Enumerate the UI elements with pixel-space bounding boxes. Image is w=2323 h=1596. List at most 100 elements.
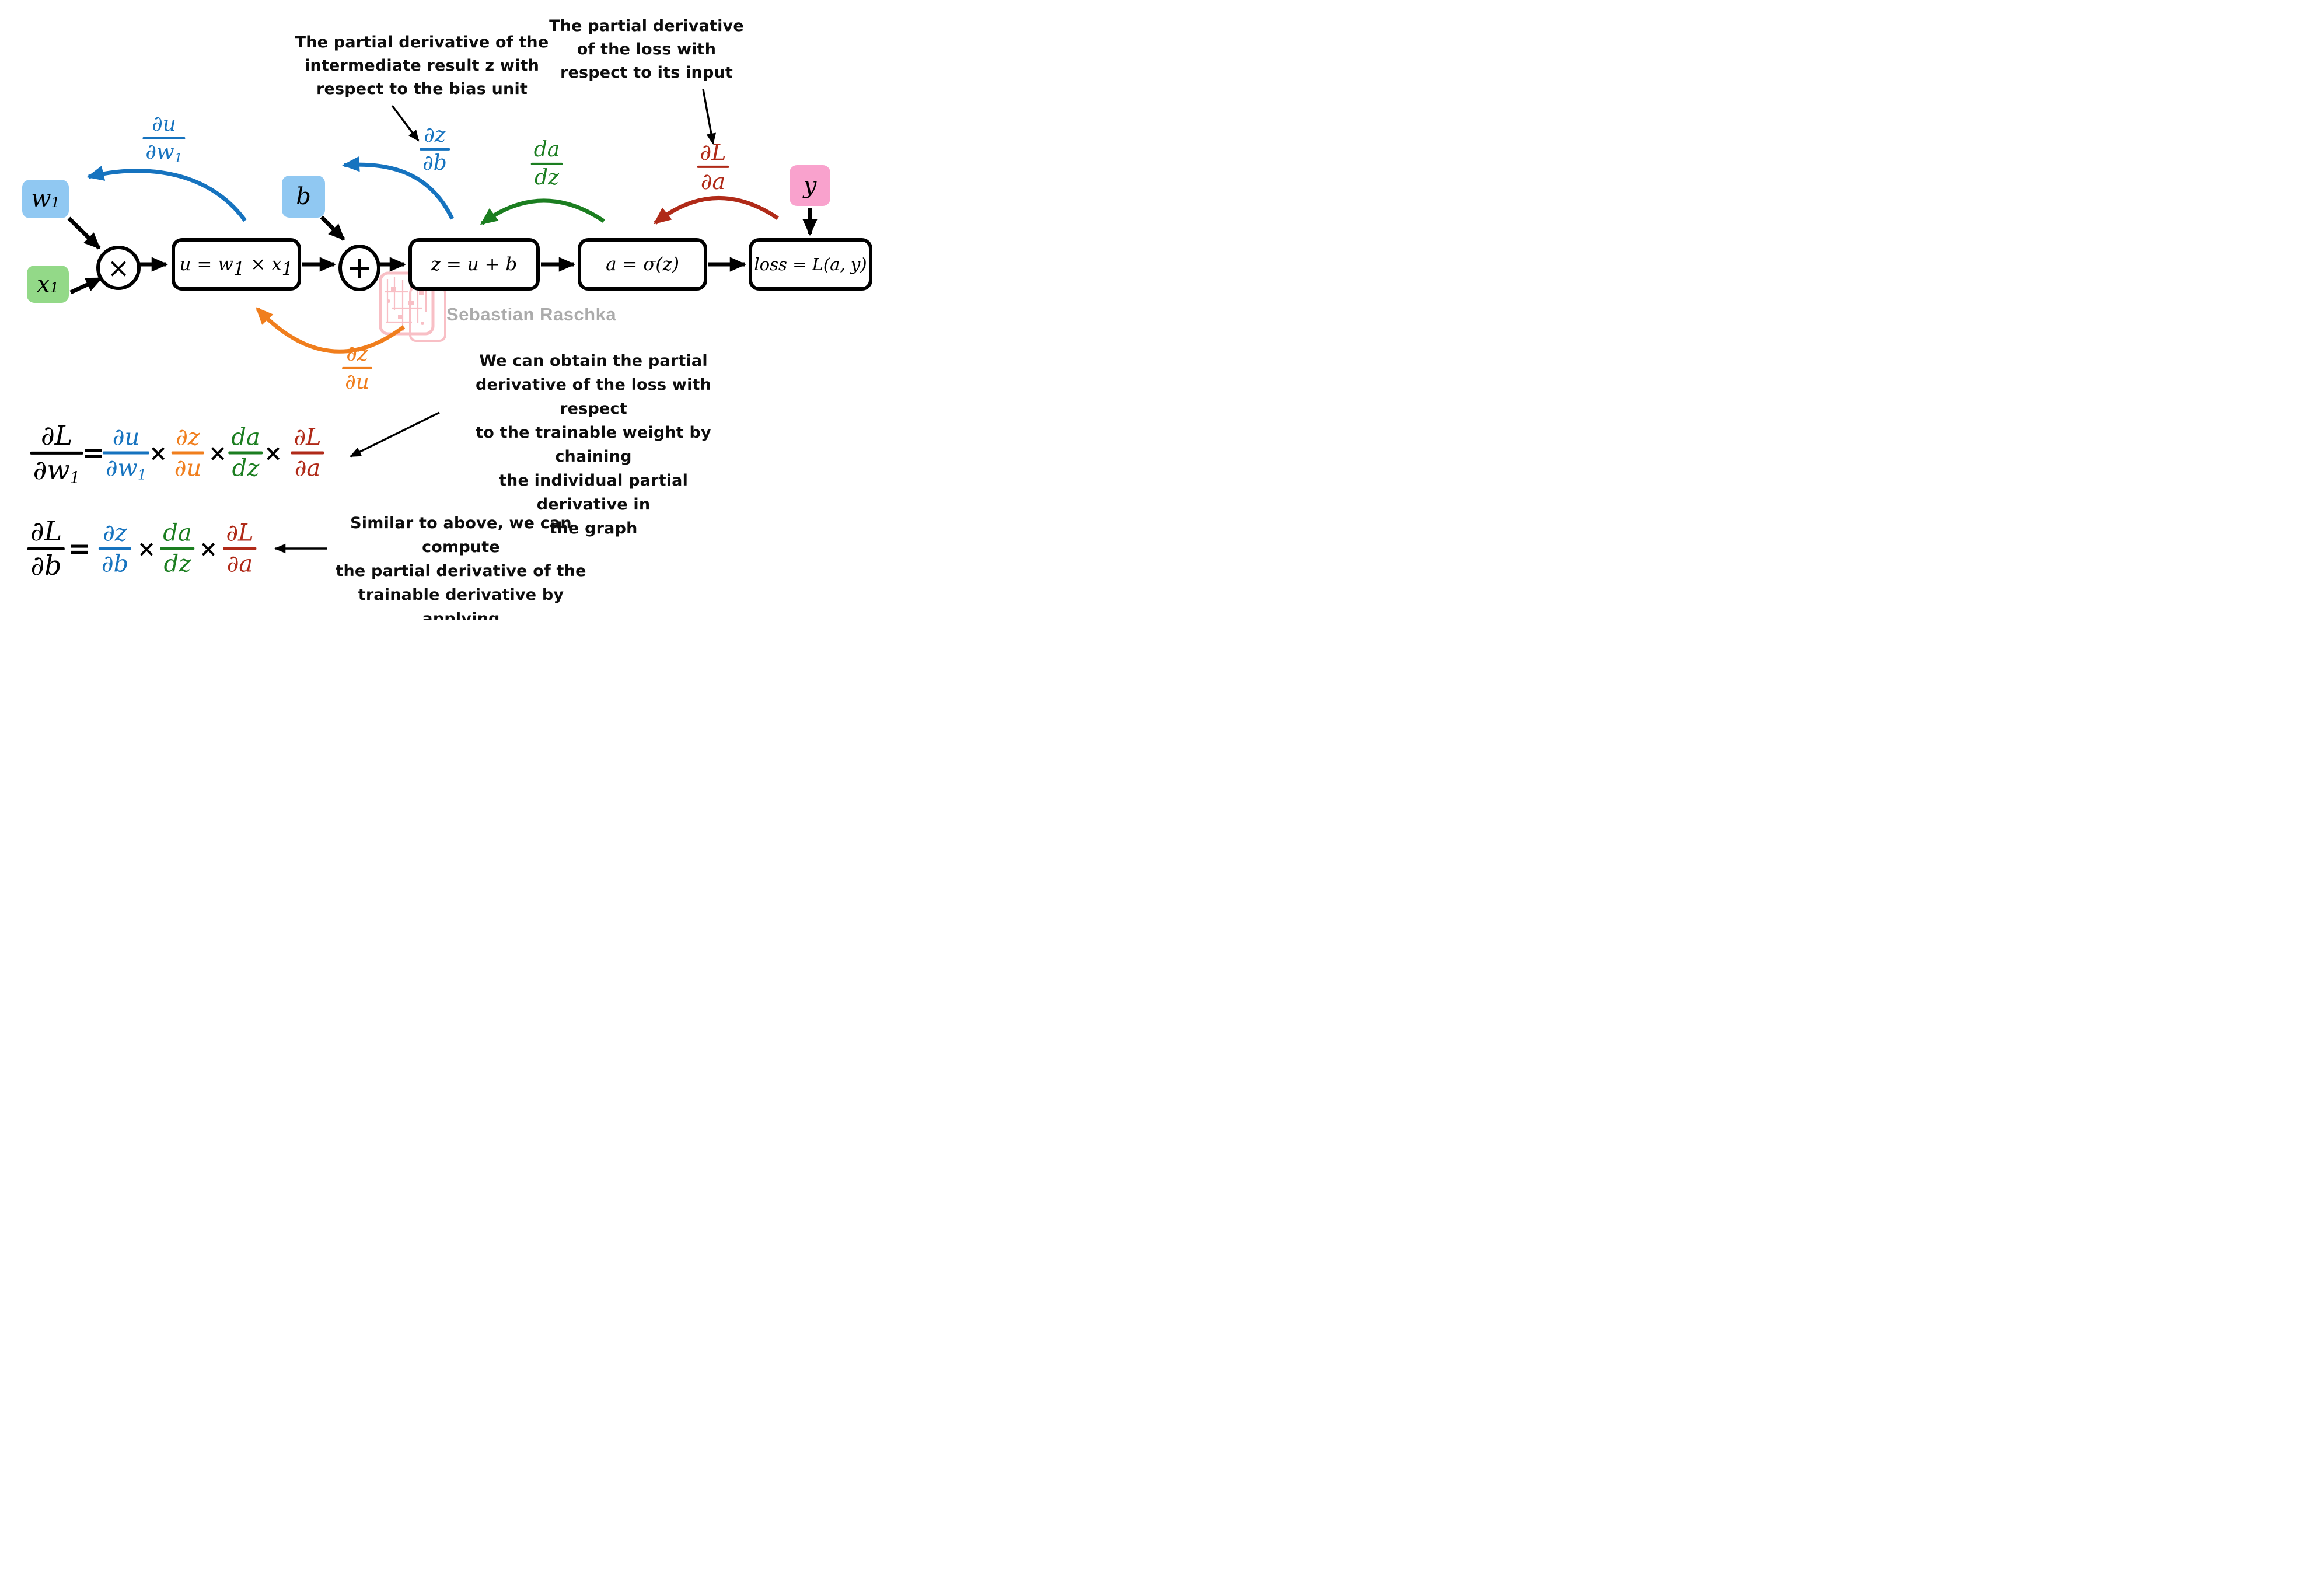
frac-den: ∂a [294,455,321,482]
eq2-term-da-dz: da dz [160,519,195,578]
eq2-equals: = [68,533,91,564]
eq1-term-da-dz: da dz [228,424,263,482]
fraction-bar [160,547,195,550]
node-loss: loss = L(a, y) [749,238,872,291]
frac-den: ∂b [101,550,129,578]
gradient-label-dz-db: ∂z ∂b [420,124,450,175]
frac-num: da [533,137,560,162]
fraction-bar [27,547,65,550]
bias-note-line: respect to the bias unit [316,80,528,98]
chain-weight-note-line: the graph [549,519,638,537]
node-a: a = σ(z) [578,238,707,291]
bias-note-line: intermediate result z with [305,57,539,75]
backprop-chain-rule-diagram: The partial derivative of the intermedia… [0,0,902,620]
frac-num: da [231,424,260,451]
eq1-term-du-dw1: ∂u ∂w1 [102,424,150,482]
input-chip-y: y [790,165,830,206]
chip-w1-subscript: 1 [51,194,60,211]
chain-weight-note: We can obtain the partial derivative of … [453,349,733,540]
chip-x1-subscript: 1 [50,280,59,296]
bias-note: The partial derivative of the intermedia… [270,31,574,101]
eq1-term-dz-du: ∂z ∂u [171,424,205,482]
loss-note-line: of the loss with [577,40,717,58]
frac-den: dz [534,166,560,190]
fraction-bar [228,451,263,455]
frac-den: dz [232,455,260,482]
eq1-lhs: ∂L ∂w1 [30,422,83,486]
fraction-bar [223,547,257,550]
arrow-b-to-add [320,215,345,241]
frac-den: ∂a [700,169,726,194]
loss-note: The partial derivative of the loss with … [547,15,746,85]
eq1-lhs-den-sub: 1 [69,467,81,487]
frac-den: ∂a [226,550,253,578]
gradient-label-dL-da: ∂L ∂a [697,141,729,194]
chain-weight-note-line: to the trainable weight by chaining [476,424,711,466]
frac-num: ∂z [176,424,200,451]
frac-num: ∂u [112,424,140,451]
eq1-times-3: × [264,439,282,466]
eq1-term-dL-da: ∂L ∂a [291,424,324,482]
chain-bias-note-line: Similar to above, we can compute [350,514,572,556]
frac-den-sub: 1 [174,151,183,166]
frac-den: ∂u [174,455,202,482]
bias-note-line: The partial derivative of the [295,33,549,51]
eq2-lhs-den: ∂b [30,549,62,581]
eq2-term-dz-db: ∂z ∂b [98,519,132,578]
fraction-bar [420,148,450,151]
eq2-times-1: × [137,535,156,562]
frac-den: ∂b [422,151,447,175]
fraction-bar [697,166,729,168]
pointer-loss-note-arrow [702,89,716,145]
frac-num: ∂z [346,341,368,366]
eq2-times-2: × [199,535,218,562]
node-z-label: z = u + b [431,254,518,275]
fraction-bar [171,451,205,455]
chip-y-label: y [803,172,817,199]
backprop-arc-da-dz [480,198,605,225]
fraction-bar [142,137,186,139]
loss-note-line: The partial derivative [549,17,744,35]
eq2-lhs: ∂L ∂b [27,518,65,581]
node-u-sub2: 1 [281,258,294,280]
fraction-bar [291,451,324,455]
frac-num: ∂z [103,519,127,547]
backprop-arc-dz-du [256,307,406,354]
gradient-label-du-dw1: ∂u ∂w1 [142,113,186,166]
multiply-icon: × [107,252,130,284]
frac-num: ∂L [226,519,254,547]
backprop-arc-dL-da [653,196,779,225]
chain-bias-note: Similar to above, we can compute the par… [330,511,592,620]
chip-w1-label: w [31,186,51,212]
frac-num: ∂L [294,424,322,451]
fraction-bar [102,451,150,455]
gradient-label-dz-du: ∂z ∂u [342,341,372,393]
node-u-label: u = w [179,254,233,275]
eq1-times-2: × [208,439,227,466]
eq1-equals: = [82,437,105,469]
watermark-stamp-icon [379,271,446,342]
multiply-node: × [96,246,141,290]
chip-x1-label: x [37,271,50,298]
node-u-sub1: 1 [233,258,245,280]
gradient-label-da-dz: da dz [530,137,563,190]
chain-weight-note-line: derivative of the loss with respect [475,376,712,418]
arrow-w1-to-multiply [67,216,101,250]
arrow-x1-to-multiply [69,276,103,295]
eq2-term-dL-da: ∂L ∂a [223,519,257,578]
chain-bias-note-line: the partial derivative of the [336,562,586,580]
chain-bias-note-line: trainable derivative by applying [358,586,564,620]
frac-den: dz [163,550,191,578]
input-chip-b: b [282,176,325,218]
pointer-bias-note-arrow [391,104,420,142]
chain-weight-note-line: the individual partial derivative in [498,472,689,514]
node-a-label: a = σ(z) [606,254,679,275]
pointer-eq1-arrow [350,411,440,458]
node-loss-label: loss = L(a, y) [754,254,867,274]
add-node: + [338,245,380,291]
frac-num: da [163,519,192,547]
eq1-lhs-den: ∂w [33,453,70,486]
